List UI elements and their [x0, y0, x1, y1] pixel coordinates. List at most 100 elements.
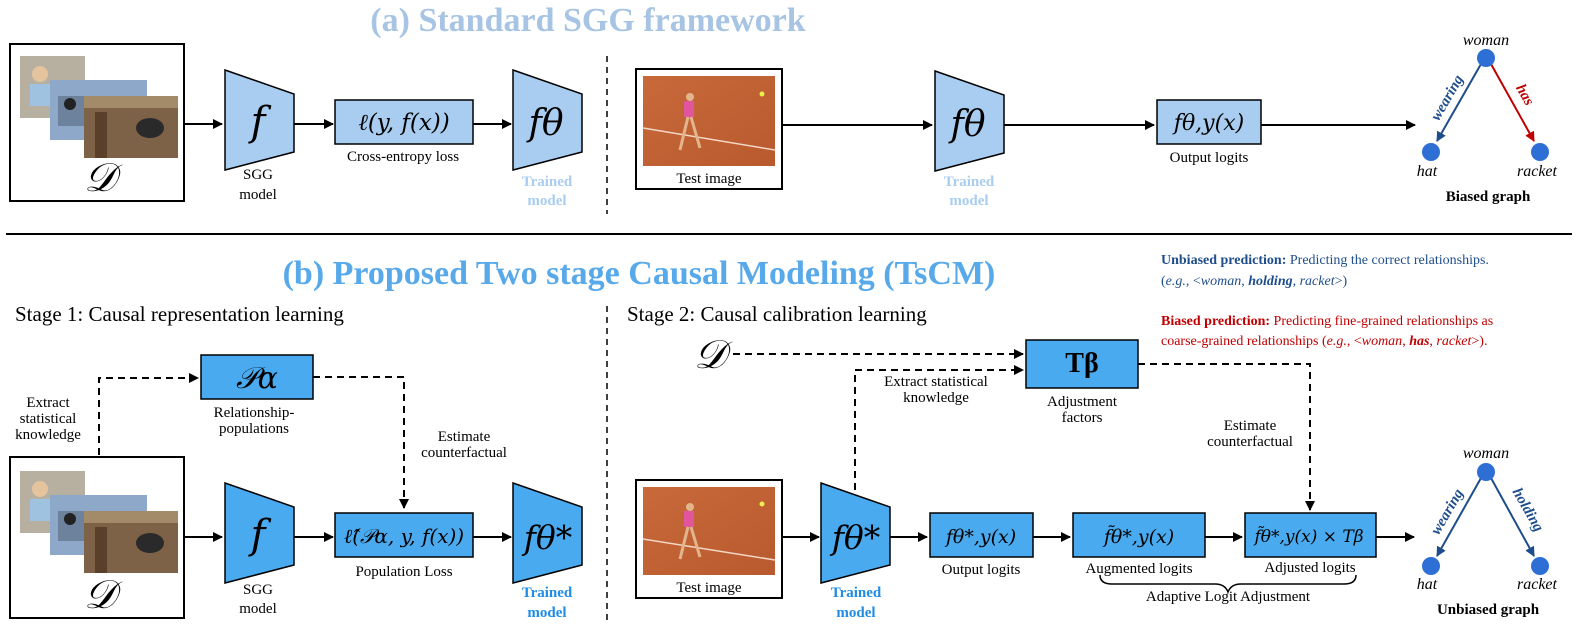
- adjustment-caption-2: factors: [1062, 410, 1103, 426]
- augmented-logits-caption: Augmented logits: [1085, 561, 1192, 577]
- sgg-model-a-shape: [224, 68, 295, 171]
- stage1-title: Stage 1: Causal representation learning: [15, 302, 344, 326]
- population-loss-caption: Population Loss: [355, 564, 452, 580]
- unbiased-graph-node-right: [1531, 557, 1549, 575]
- stage2-extract-label-1: Extract statistical: [884, 374, 988, 390]
- test-image-b-group: Test image: [635, 479, 783, 599]
- population-caption-2: populations: [219, 421, 289, 437]
- sgg-model-a-label-2: model: [239, 187, 277, 203]
- biased-graph-edge-right: [1490, 63, 1535, 142]
- trained-model-a-symbol: fθ: [526, 103, 564, 144]
- trained-model-b1-label-2: model: [527, 605, 566, 621]
- unbiased-graph-edge-right-label: holding: [1509, 485, 1547, 535]
- logits-a-box: [1156, 99, 1262, 145]
- stage1-extract-label-2: statistical: [20, 411, 77, 427]
- trained-model-a-label-1: Trained: [522, 174, 573, 190]
- population-loss-formula: ℓ̂(𝒫α, y, f(x)): [344, 524, 464, 548]
- trained-model-b1-shape: [512, 481, 583, 584]
- augmented-logits-formula: f̃θ*,y(x): [1102, 525, 1174, 548]
- stage2-extract-label-2: knowledge: [903, 390, 969, 406]
- trained-model-b1-label-1: Trained: [522, 585, 573, 601]
- biased-graph-node-top-label: woman: [1463, 32, 1509, 49]
- sgg-model-b-shape: [224, 481, 295, 584]
- stage1-estimate-label-1: Estimate: [438, 429, 491, 445]
- stage1-estimate-label-2: counterfactual: [421, 445, 507, 461]
- stage2-dataset-symbol: 𝒟: [694, 332, 733, 377]
- test-trained-model-a-label-1: Trained: [944, 174, 995, 190]
- unbiased-graph-node-top-label: woman: [1463, 445, 1509, 462]
- output-logits-formula: fθ*,y(x): [944, 526, 1016, 548]
- test-trained-model-a-label-2: model: [949, 193, 988, 209]
- biased-graph-caption: Biased graph: [1446, 189, 1531, 205]
- population-caption-1: Relationship-: [214, 405, 295, 421]
- biased-graph-node-right-label: racket: [1517, 163, 1558, 180]
- unbiased-graph: woman wearing holding hat racket Unbiase…: [1417, 445, 1558, 618]
- adaptive-logit-caption: Adaptive Logit Adjustment: [1146, 589, 1311, 605]
- unbiased-note-line-1: Unbiased prediction: Predicting the corr…: [1161, 253, 1489, 268]
- unbiased-graph-edge-right: [1490, 477, 1535, 557]
- output-logits-box: [929, 512, 1034, 558]
- stage2-estimate-label-2: counterfactual: [1207, 434, 1293, 450]
- section-a-title: (a) Standard SGG framework: [370, 2, 805, 39]
- stage2-extract-arrow: [854, 365, 1024, 490]
- unbiased-graph-caption: Unbiased graph: [1437, 602, 1540, 618]
- adjustment-caption-1: Adjustment: [1047, 394, 1118, 410]
- test-image-a-group: Test image: [635, 68, 783, 190]
- adjusted-logits-caption: Adjusted logits: [1264, 560, 1355, 576]
- test-trained-model-a-shape: [934, 69, 1005, 172]
- biased-note-line-1: Biased prediction: Predicting fine-grain…: [1161, 314, 1493, 329]
- dataset-b-thumbnails: [20, 471, 178, 573]
- test-image-b-photo: [643, 487, 775, 575]
- stage1-extract-label-1: Extract: [26, 395, 70, 411]
- unbiased-graph-node-left-label: hat: [1417, 576, 1438, 593]
- stage1-estimate-arrow: [313, 376, 409, 509]
- unbiased-graph-node-top: [1477, 463, 1495, 481]
- stage1-extract-label-3: knowledge: [15, 427, 81, 443]
- stage2-title: Stage 2: Causal calibration learning: [627, 302, 927, 326]
- population-loss-box: [334, 512, 474, 558]
- biased-graph-edge-left: [1436, 63, 1482, 142]
- unbiased-note-line-2: (e.g., <woman, holding, racket>): [1161, 274, 1347, 289]
- logits-a-formula: fθ,y(x): [1172, 111, 1244, 136]
- biased-note-line-2: coarse-grained relationships (e.g., <wom…: [1161, 334, 1487, 349]
- logits-a-caption: Output logits: [1170, 150, 1249, 166]
- trained-model-a-label-2: model: [527, 193, 566, 209]
- unbiased-graph-node-left: [1422, 557, 1440, 575]
- dataset-a-thumbnails: [20, 56, 178, 158]
- stage1-extract-arrow: [98, 373, 199, 455]
- test-trained-model-a-symbol: fθ: [948, 104, 986, 145]
- biased-graph-edge-right-label: has: [1512, 82, 1537, 109]
- unbiased-graph-node-right-label: racket: [1517, 576, 1558, 593]
- adjusted-logits-box: [1244, 512, 1377, 558]
- sgg-model-a-label-1: SGG: [243, 167, 273, 183]
- biased-graph-node-top: [1477, 49, 1495, 67]
- adjusted-logits-formula: f̃θ*,y(x) × Tβ: [1252, 526, 1363, 547]
- trained-model-b2-symbol: fθ*: [829, 518, 881, 557]
- test-image-b-caption: Test image: [676, 580, 742, 596]
- sgg-model-b-label-1: SGG: [243, 582, 273, 598]
- adaptive-logit-brace: [1099, 574, 1357, 595]
- trained-model-b1-symbol: fθ*: [521, 518, 573, 557]
- dataset-a-group: 𝒟: [9, 43, 185, 202]
- loss-a-caption: Cross-entropy loss: [347, 149, 459, 165]
- trained-model-b2-label-1: Trained: [831, 585, 882, 601]
- biased-graph-node-left: [1422, 143, 1440, 161]
- adjustment-box: [1025, 339, 1139, 389]
- unbiased-graph-edge-left: [1436, 477, 1482, 557]
- population-symbol: 𝒫α: [236, 361, 278, 396]
- loss-a-box: [334, 99, 474, 145]
- test-image-a-photo: [643, 76, 775, 166]
- biased-graph-node-left-label: hat: [1417, 163, 1438, 180]
- biased-graph-node-right: [1531, 143, 1549, 161]
- trained-model-b2-shape: [820, 481, 891, 584]
- trained-model-a-shape: [512, 68, 583, 171]
- stage2-estimate-label-1: Estimate: [1224, 418, 1277, 434]
- test-image-a-caption: Test image: [676, 171, 742, 187]
- dataset-b-group: 𝒟: [9, 456, 185, 619]
- section-b-title: (b) Proposed Two stage Causal Modeling (…: [283, 255, 996, 292]
- augmented-logits-box: [1072, 512, 1206, 558]
- trained-model-b2-label-2: model: [836, 605, 875, 621]
- adjustment-symbol: Tβ: [1065, 348, 1098, 379]
- sgg-model-b-label-2: model: [239, 601, 277, 617]
